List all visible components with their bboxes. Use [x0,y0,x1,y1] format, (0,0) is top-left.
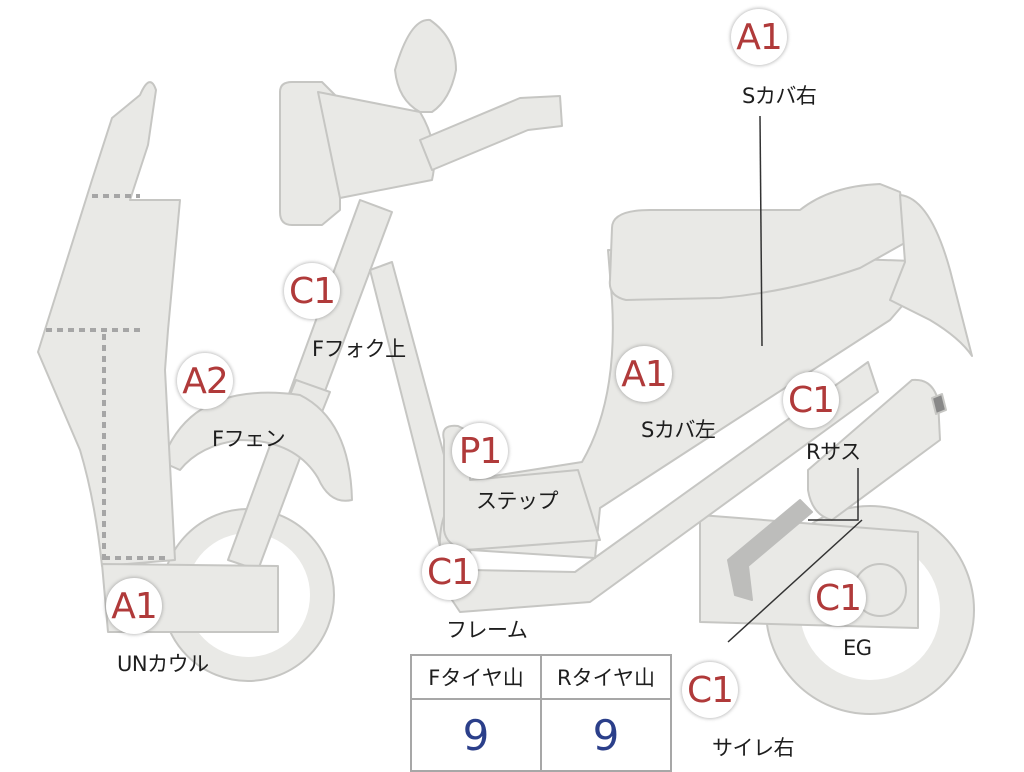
label-ffender: Fフェン [212,427,286,451]
front-tire-header: Fタイヤ山 [410,654,542,700]
rear-tire-header: Rタイヤ山 [540,654,672,700]
engine-hose [727,499,813,601]
label-scover-right: Sカバ右 [742,84,817,108]
badge-uncowl: A1 [106,578,162,634]
rear-shock-bar [931,393,947,415]
front-tire-value: 9 [410,698,542,772]
label-uncowl: UNカウル [117,652,209,676]
label-ffork: Fフォク上 [312,337,406,361]
label-scover-left: Sカバ左 [641,418,716,442]
tail-fin [889,194,973,357]
badge-silencer-right: C1 [682,662,738,718]
badge-scover-left: A1 [616,346,672,402]
leader-line-silencer [727,519,863,643]
leader-line-rsus [808,468,859,521]
badge-ffork: C1 [284,263,340,319]
badge-ffender: A2 [177,353,233,409]
badge-step: P1 [452,423,508,479]
badge-eg: C1 [810,570,866,626]
label-silencer-right: サイレ右 [712,736,795,760]
step-board [442,424,601,551]
tire-table-value-row: 9 9 [410,698,672,772]
leader-line-scover-right [759,115,763,347]
mirror [394,18,457,113]
front-cowl [37,81,181,567]
tire-tread-table: Fタイヤ山 Rタイヤ山 9 9 [410,654,672,772]
seat [608,183,911,301]
muffler [807,378,941,521]
label-frame: フレーム [446,618,528,642]
badge-rsus: C1 [783,372,839,428]
rear-tire-value: 9 [540,698,672,772]
label-rsus: Rサス [806,440,861,464]
label-eg: EG [843,636,872,660]
tire-table-header-row: Fタイヤ山 Rタイヤ山 [410,654,672,700]
badge-frame: C1 [422,544,478,600]
handlebar [419,95,563,171]
badge-scover-right: A1 [731,9,787,65]
front-fender [161,391,353,502]
label-step: ステップ [476,489,559,513]
